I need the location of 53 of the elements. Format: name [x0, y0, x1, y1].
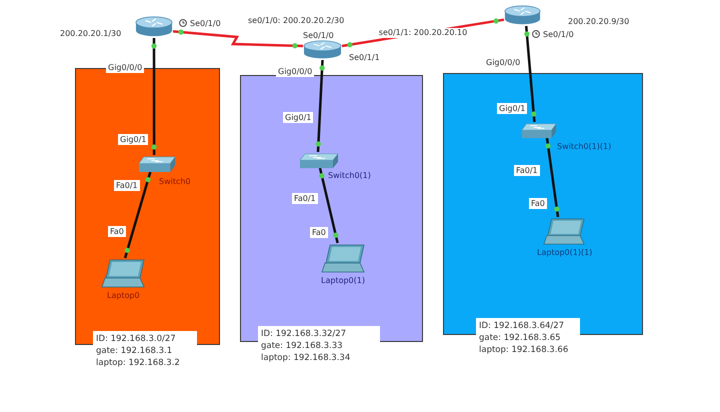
connection-line — [318, 168, 339, 244]
switch-icon — [299, 153, 339, 169]
port-label: Fa0/1 — [514, 165, 540, 176]
interface-label: se0/1/0: 200.20.20.2/30 — [248, 15, 344, 26]
port-label: Fa0/1 — [292, 193, 318, 204]
device-name: Laptop0(1) — [321, 276, 365, 285]
interface-label: 200.20.20.9/30 — [568, 16, 630, 27]
subnet-panel — [443, 73, 643, 335]
laptop-icon — [321, 244, 365, 273]
port-label: Gig0/0/0 — [106, 62, 144, 73]
address-line: gate: 192.168.3.33 — [261, 340, 344, 352]
device-name: Laptop0(1)(1) — [537, 248, 592, 257]
interface-label: Se0/1/0 — [543, 29, 574, 40]
port-label: Gig0/1 — [118, 134, 148, 145]
address-line: gate: 192.168.3.1 — [96, 345, 174, 357]
port-label: Fa0 — [529, 198, 547, 209]
connection-line — [151, 38, 157, 155]
address-line: laptop: 192.168.3.66 — [479, 344, 570, 356]
port-label: Fa0/1 — [114, 180, 140, 191]
interface-label: 200.20.20.1/30 — [60, 28, 122, 39]
router-icon — [303, 40, 342, 60]
connection-line — [316, 60, 325, 152]
switch-icon — [138, 156, 176, 173]
port-label: Gig0/0/0 — [276, 66, 314, 77]
connection-line — [524, 26, 536, 122]
interface-label: Se0/1/1 — [349, 52, 380, 63]
laptop-icon — [101, 259, 145, 288]
port-label: Gig0/1 — [283, 112, 314, 123]
laptop-icon — [543, 218, 585, 245]
port-label: Gig0/1 — [497, 103, 528, 114]
connection-line — [546, 138, 560, 218]
address-line: ID: 192.168.3.0/27 — [96, 333, 177, 345]
device-name: Switch0(1) — [328, 171, 371, 180]
port-label: Fa0 — [310, 227, 328, 238]
address-line: ID: 192.168.3.32/27 — [261, 328, 348, 340]
device-name: Laptop0 — [107, 291, 140, 300]
interface-label: Se0/1/0 — [303, 30, 334, 41]
address-line: ID: 192.168.3.64/27 — [479, 320, 566, 332]
address-line: gate: 192.168.3.65 — [479, 332, 562, 344]
address-line: laptop: 192.168.3.2 — [96, 357, 181, 369]
router-icon — [135, 16, 173, 38]
device-name: Switch0 — [159, 177, 191, 186]
router-icon — [504, 5, 541, 26]
switch-icon — [521, 123, 557, 139]
port-label: Fa0 — [108, 226, 126, 237]
device-name: Switch0(1)(1) — [557, 142, 612, 151]
address-line: laptop: 192.168.3.34 — [261, 352, 352, 364]
connection-line — [172, 30, 304, 48]
subnet-panel — [240, 75, 423, 342]
interface-label: Se0/1/0 — [190, 18, 221, 29]
edge-label: se0/1/1: 200.20.20.10 — [376, 28, 470, 38]
port-label: Gig0/0/0 — [484, 57, 522, 68]
connection-line — [124, 172, 152, 258]
